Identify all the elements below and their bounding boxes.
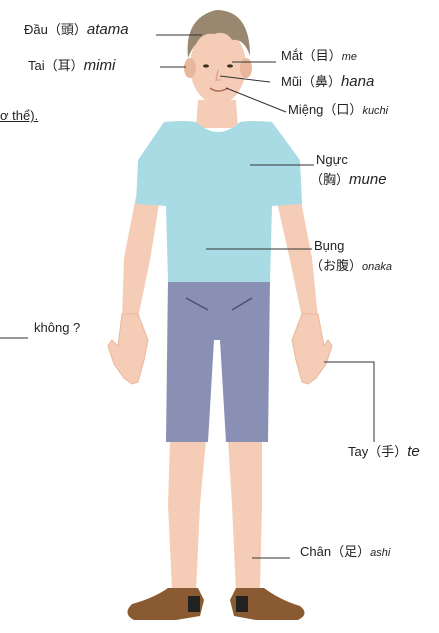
label-belly-romaji: onaka [362,261,392,273]
label-belly-kanji: （お腹） [310,258,362,273]
label-hand-kanji: （手） [368,444,407,459]
label-mouth-vi: Miệng [288,102,323,117]
label-ear-romaji: mimi [84,57,116,74]
label-chest-romaji: mune [349,171,387,188]
label-head-vi: Đầu [24,22,48,37]
label-hand-vi: Tay [348,444,368,459]
label-mouth-kanji: （口） [323,102,362,117]
left-eye [203,64,209,67]
label-eye-romaji: me [342,51,357,63]
right-ear [240,58,252,78]
label-hand-romaji: te [407,443,420,460]
label-nose: Mũi（鼻）hana [281,74,374,90]
label-foot-kanji: （足） [331,544,370,559]
neck [196,100,238,128]
label-belly: Bụng （お腹）onaka [310,236,392,277]
label-mouth: Miệng（口）kuchi [288,102,388,119]
left-leg [168,440,206,592]
label-ear-vi: Tai [28,58,45,73]
label-foot-vi: Chân [300,544,331,559]
label-ear-kanji: （耳） [45,58,84,73]
shorts [166,278,270,442]
label-hand: Tay（手）te [348,444,420,460]
label-nose-romaji: hana [341,73,374,90]
label-chest-kanji: （胸） [310,172,349,187]
label-eye: Mắt（目）me [281,48,357,65]
left-arm [122,196,160,318]
label-foot-romaji: ashi [370,547,390,559]
label-chest: Ngực （胸）mune [310,150,387,190]
label-head: Đầu（頭）atama [24,22,129,38]
label-belly-vi: Bụng [310,236,392,256]
label-head-kanji: （頭） [48,22,87,37]
right-eye [227,64,233,67]
hand-leader-line [324,362,374,442]
left-ear [184,58,196,78]
label-head-romaji: atama [87,21,129,38]
right-sock [236,596,248,612]
question-text-fragment: không ? [34,320,80,335]
label-eye-kanji: （目） [303,48,342,63]
shirt [136,121,302,282]
left-sock [188,596,200,612]
label-chest-vi: Ngực [310,150,387,170]
left-hand [108,314,148,384]
label-nose-vi: Mũi [281,74,302,89]
label-eye-vi: Mắt [281,48,303,63]
label-nose-kanji: （鼻） [302,74,341,89]
label-mouth-romaji: kuchi [362,105,388,117]
right-leg [228,440,262,592]
label-ear: Tai（耳）mimi [28,58,115,74]
right-hand [292,314,332,384]
truncated-text-fragment: ơ thể). [0,108,38,123]
label-foot: Chân（足）ashi [300,544,390,561]
